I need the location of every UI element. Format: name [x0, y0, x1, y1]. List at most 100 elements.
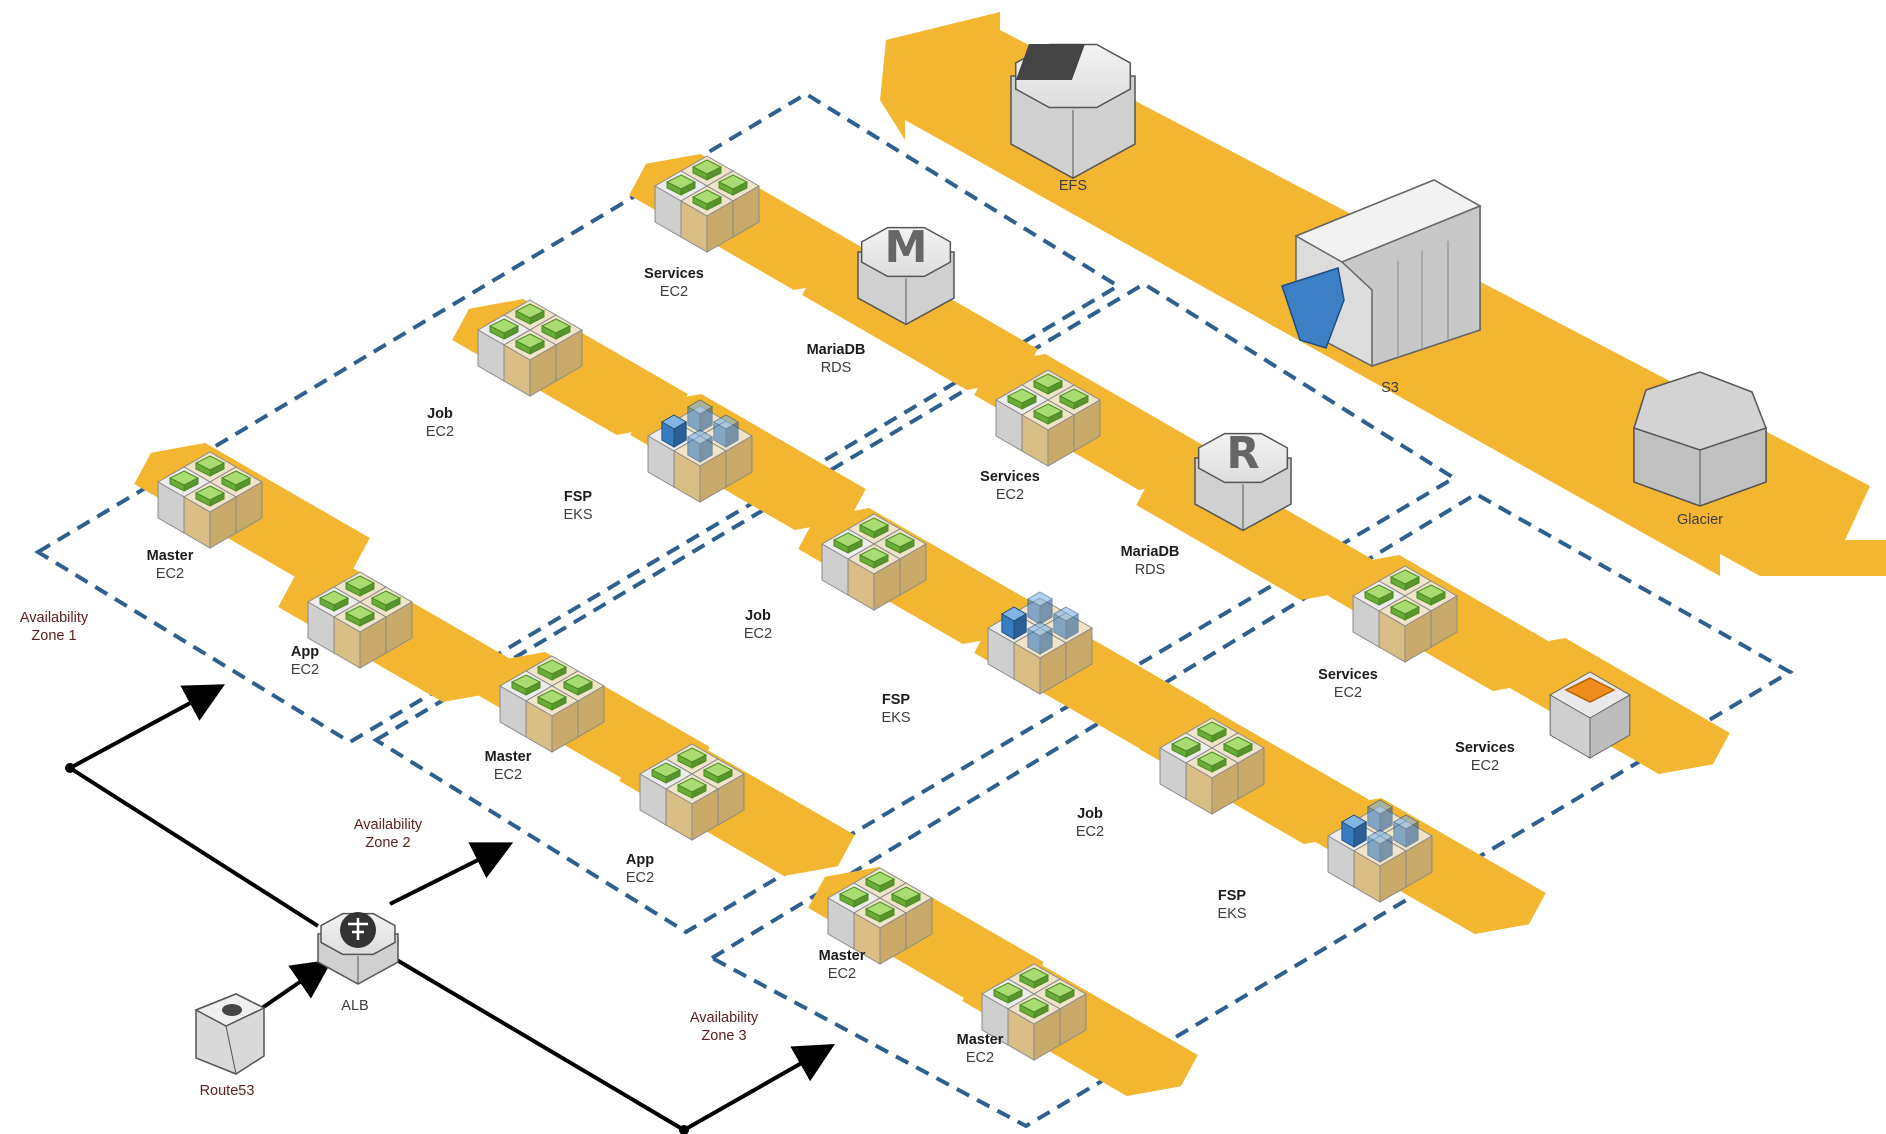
ec2-instance-icon — [344, 575, 376, 597]
group-kind-label: EC2 — [828, 966, 856, 982]
group-name-label: Services — [1318, 667, 1378, 683]
ec2-instance-icon — [1196, 721, 1228, 743]
ec2-instance-icon — [1415, 584, 1447, 606]
s3-bucket-icon — [1281, 179, 1482, 368]
glacier-icon — [1633, 371, 1767, 507]
ec2-instance-icon — [676, 747, 708, 769]
eks-pod-cube — [1366, 799, 1394, 833]
eks-pod-cube — [660, 414, 688, 448]
ec2-instance-icon — [1363, 584, 1395, 606]
route53-to-alb — [260, 959, 333, 1010]
alb-to-zone3-trunk — [388, 954, 686, 1132]
ec2-instance-icon — [1032, 373, 1064, 395]
firewall-grid — [1564, 677, 1616, 703]
group-kind-label: EKS — [563, 507, 592, 523]
ec2-instance-icon — [1006, 388, 1038, 410]
ec2-instance-icon — [650, 762, 682, 784]
group-kind-label: EC2 — [291, 662, 319, 678]
eks-cluster — [647, 399, 753, 503]
group-kind-label: EC2 — [1334, 685, 1362, 701]
group-name-label: Master — [819, 948, 866, 964]
group-name-label: Master — [957, 1032, 1004, 1048]
group-name-label: Master — [485, 749, 532, 765]
zone-3-border — [707, 491, 1794, 1129]
s3-bucket — [1281, 267, 1345, 349]
ec2-cluster — [995, 369, 1101, 467]
zone-2-label: Availability — [354, 817, 423, 833]
efs-icon — [1010, 43, 1136, 179]
ec2-instance-icon — [168, 470, 200, 492]
ec2-instance-icon — [864, 901, 896, 923]
group-kind-label: EC2 — [660, 284, 688, 300]
eks-container-icon — [1366, 799, 1394, 833]
eks-container-icon — [1052, 606, 1080, 640]
group-name-label: Services — [644, 266, 704, 282]
eks-container-icon — [686, 429, 714, 463]
group-name-label: Job — [427, 406, 453, 422]
ec2-instance-icon — [884, 532, 916, 554]
ec2-instance-icon — [488, 318, 520, 340]
glacier-label: Glacier — [1677, 512, 1723, 528]
ec2-instance-icon — [344, 605, 376, 627]
ec2-instance-icon — [864, 871, 896, 893]
group-kind-label: EC2 — [426, 424, 454, 440]
load-balancer-icon — [317, 912, 399, 985]
group-kind-label: EC2 — [626, 870, 654, 886]
ec2-cluster — [821, 513, 927, 611]
security-group-cube — [673, 435, 727, 503]
ec2-cluster — [499, 655, 605, 753]
route53-glyph — [222, 1004, 242, 1016]
ec2-instance-icon — [1058, 388, 1090, 410]
ec2-instance-icon — [1222, 736, 1254, 758]
alb-label: ALB — [341, 998, 368, 1014]
route-to-zone1 — [69, 684, 226, 770]
ec2-instance-icon — [858, 547, 890, 569]
ec2-instance-icon — [691, 189, 723, 211]
eks-pod-cube — [1392, 814, 1420, 848]
efs-grille — [1015, 44, 1085, 80]
eks-container-icon — [686, 399, 714, 433]
ec2-instance-icon — [318, 590, 350, 612]
group-kind-label: RDS — [1135, 562, 1166, 578]
ec2-cluster — [477, 299, 583, 397]
ec2-instance-icon — [691, 159, 723, 181]
eks-pod-cube — [1026, 591, 1054, 625]
eks-pod-cube — [686, 399, 714, 433]
eks-pod-cube — [686, 429, 714, 463]
ec2-instance-icon — [717, 174, 749, 196]
efs-label: EFS — [1059, 178, 1087, 194]
ec2-instance-icon — [702, 762, 734, 784]
ec2-cluster — [1352, 565, 1458, 663]
group-name-label: Job — [1077, 806, 1103, 822]
junction-dot — [679, 1125, 689, 1134]
alb-to-zone1-trunk — [68, 766, 320, 928]
ec2-cluster — [639, 743, 745, 841]
group-kind-label: EC2 — [966, 1050, 994, 1066]
eks-pod-cube — [1000, 606, 1028, 640]
ec2-cluster — [157, 451, 263, 549]
zone-1-label-line2: Zone 1 — [31, 628, 76, 644]
group-name-label: MariaDB — [807, 342, 866, 358]
security-group-cube — [525, 685, 579, 753]
ec2-instance-icon — [220, 470, 252, 492]
rds-engine-badge: R — [1226, 429, 1259, 479]
ec2-instance-icon — [1044, 982, 1076, 1004]
ec2-instance-icon — [1032, 403, 1064, 425]
s3-label: S3 — [1381, 380, 1399, 396]
zone-1-border — [34, 91, 1122, 745]
security-group-cube — [665, 773, 719, 841]
group-name-label: FSP — [882, 692, 911, 708]
junction-dot — [65, 763, 75, 773]
group-name-label: Services — [1455, 740, 1515, 756]
ec2-instance-icon — [194, 455, 226, 477]
firewall-icon — [1549, 671, 1631, 759]
ec2-instance-icon — [1389, 599, 1421, 621]
